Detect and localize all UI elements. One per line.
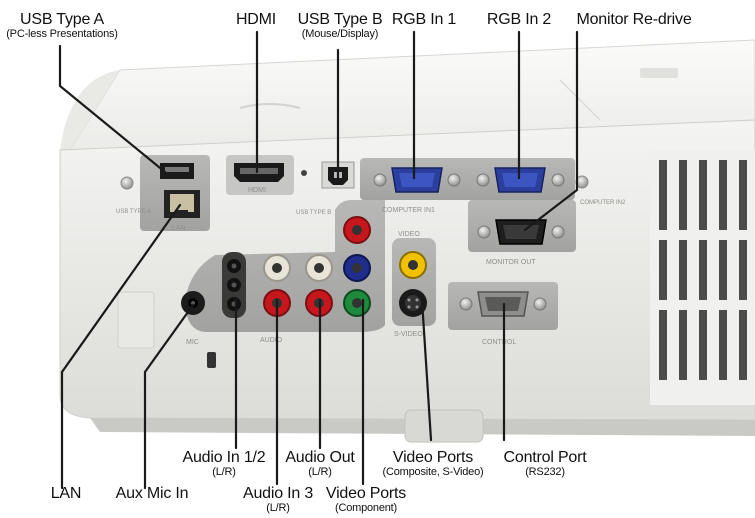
panel-text-usb-a: USB TYPE A	[116, 209, 151, 215]
panel-text-hdmi: HDMI	[248, 187, 266, 194]
label-usb-type-b-sub: (Mouse/Display)	[301, 28, 379, 40]
label-audio-in-12-title: Audio In 1/2	[182, 449, 266, 466]
label-hdmi-title: HDMI	[235, 11, 277, 28]
rgb-in-2-port	[476, 167, 565, 193]
label-usb-type-b: USB Type B (Mouse/Display)	[298, 12, 383, 40]
aux-mic-jack	[181, 291, 205, 315]
label-video-ports-component-title: Video Ports	[325, 485, 407, 502]
lock-slot	[207, 352, 216, 368]
panel-text-video: VIDEO	[398, 231, 420, 238]
usb-type-a-port	[160, 163, 194, 179]
monitor-out-port	[477, 219, 565, 245]
component-video-rca	[343, 216, 371, 317]
label-usb-type-b-title: USB Type B	[297, 11, 383, 28]
rgb-in-1-port	[373, 167, 461, 193]
composite-svideo-ports	[399, 251, 427, 317]
label-video-ports-composite-sub: (Composite, S-Video)	[382, 466, 484, 478]
panel-silkscreen: HDMI USB TYPE A LAN USB TYPE B COMPUTER …	[116, 187, 626, 346]
label-lan: LAN	[51, 486, 82, 502]
label-usb-type-a: USB Type A (PC-less Presentations)	[6, 12, 118, 40]
lan-port	[164, 190, 200, 218]
label-audio-in-3-title: Audio In 3	[242, 485, 314, 502]
panel-text-usb-b: USB TYPE B	[296, 210, 331, 216]
label-rgb-in-1-title: RGB In 1	[391, 11, 457, 28]
label-monitor-redrive: Monitor Re-drive	[576, 12, 691, 28]
label-rgb-in-2: RGB In 2	[487, 12, 551, 28]
label-rgb-in-2-title: RGB In 2	[486, 11, 552, 28]
panel-text-mic: MIC	[186, 339, 199, 346]
label-lan-title: LAN	[50, 485, 82, 502]
label-audio-out-sub: (L/R)	[308, 466, 332, 478]
label-control-port: Control Port (RS232)	[504, 450, 587, 478]
label-video-ports-composite: Video Ports (Composite, S-Video)	[383, 450, 484, 478]
leader-lines	[58, 30, 579, 490]
leader-monitor-redrive	[523, 30, 579, 232]
label-control-port-title: Control Port	[503, 449, 587, 466]
panel-text-monitor-out: MONITOR OUT	[486, 259, 536, 266]
panel-text-control: CONTROL	[482, 339, 516, 346]
label-audio-in-12: Audio In 1/2 (L/R)	[183, 450, 266, 478]
label-audio-in-3-sub: (L/R)	[266, 502, 290, 514]
leader-usb-type-a	[58, 44, 167, 174]
panel-text-computer-in1: COMPUTER IN1	[382, 207, 435, 214]
panel-text-s-video: S-VIDEO	[394, 331, 423, 338]
audio-in-12-jacks	[222, 252, 246, 318]
vent-grille	[650, 150, 755, 405]
label-hdmi: HDMI	[236, 12, 276, 28]
panel-text-audio: AUDIO	[260, 337, 283, 344]
label-video-ports-component-sub: (Component)	[334, 502, 397, 514]
hdmi-port	[234, 163, 284, 182]
audio-in-3-rca	[263, 254, 291, 317]
label-audio-in-12-sub: (L/R)	[212, 466, 236, 478]
label-control-port-sub: (RS232)	[525, 466, 565, 478]
label-audio-in-3: Audio In 3 (L/R)	[243, 486, 313, 514]
label-video-ports-composite-title: Video Ports	[392, 449, 474, 466]
panel-text-computer-in2: COMPUTER IN2	[580, 200, 626, 206]
leader-lan	[60, 203, 182, 490]
leader-aux-mic	[143, 303, 195, 490]
label-usb-type-a-title: USB Type A	[20, 11, 104, 28]
label-usb-type-a-sub: (PC-less Presentations)	[6, 28, 118, 40]
label-aux-mic-in-title: Aux Mic In	[115, 485, 189, 502]
label-video-ports-component: Video Ports (Component)	[326, 486, 406, 514]
label-aux-mic-in: Aux Mic In	[116, 486, 189, 502]
panel-text-lan: LAN	[172, 225, 186, 232]
label-monitor-redrive-title: Monitor Re-drive	[576, 11, 692, 28]
label-audio-out: Audio Out (L/R)	[285, 449, 355, 478]
leader-composite	[420, 298, 433, 442]
label-rgb-in-1: RGB In 1	[392, 12, 456, 28]
label-audio-out-title: Audio Out	[285, 449, 355, 466]
